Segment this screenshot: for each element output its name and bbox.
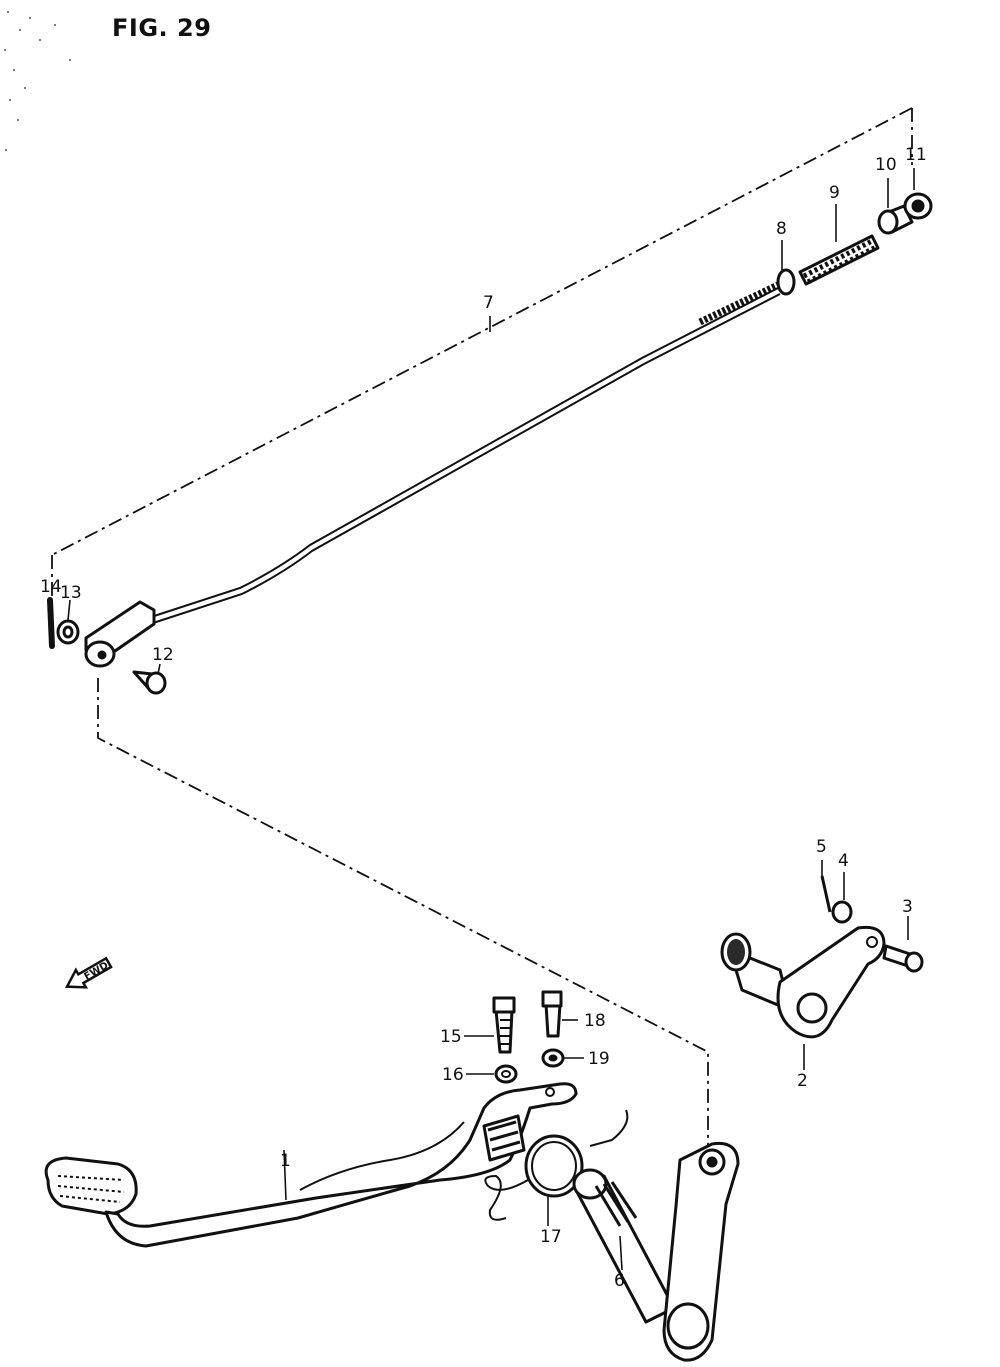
callout-14: 14 bbox=[40, 577, 62, 597]
forward-arrow-icon: FWD bbox=[64, 956, 113, 989]
clevis-pin bbox=[132, 670, 167, 695]
brake-shaft-arm bbox=[572, 1141, 740, 1362]
nut-19 bbox=[541, 1048, 565, 1068]
return-spring-9 bbox=[798, 234, 880, 286]
callout-16: 16 bbox=[442, 1065, 464, 1085]
bolt-3 bbox=[882, 944, 924, 973]
callout-labels: 7 8 9 10 11 12 13 14 5 4 3 2 15 18 19 16… bbox=[40, 145, 927, 1291]
callout-17: 17 bbox=[540, 1227, 562, 1247]
callout-3: 3 bbox=[902, 897, 913, 917]
brake-rod bbox=[84, 281, 781, 668]
callout-7: 7 bbox=[483, 293, 494, 313]
washer-16 bbox=[494, 1064, 518, 1084]
callout-18: 18 bbox=[584, 1011, 606, 1031]
callout-1: 1 bbox=[280, 1151, 291, 1171]
callout-6: 6 bbox=[614, 1271, 625, 1291]
assembly-lines bbox=[51, 107, 913, 1150]
brake-pedal bbox=[44, 1082, 578, 1248]
rod-joint-10 bbox=[877, 204, 914, 235]
bolt-15 bbox=[492, 996, 516, 1054]
callout-9: 9 bbox=[829, 183, 840, 203]
washer-8 bbox=[776, 268, 796, 296]
callout-5: 5 bbox=[816, 837, 827, 857]
callout-4: 4 bbox=[838, 851, 849, 871]
callout-12: 12 bbox=[152, 645, 174, 665]
pedal-return-spring bbox=[484, 1109, 629, 1221]
callout-10: 10 bbox=[875, 155, 897, 175]
callout-13: 13 bbox=[60, 583, 82, 603]
callout-2: 2 bbox=[797, 1071, 808, 1091]
figure-title: FIG. 29 bbox=[112, 14, 212, 42]
callout-19: 19 bbox=[588, 1049, 610, 1069]
callout-8: 8 bbox=[776, 219, 787, 239]
scan-noise bbox=[4, 11, 71, 151]
cotter-pin-5 bbox=[820, 875, 832, 913]
adjuster-nut-11 bbox=[903, 192, 933, 220]
callout-11: 11 bbox=[905, 145, 927, 165]
cotter-pin-14 bbox=[47, 597, 55, 649]
washer-13 bbox=[56, 619, 80, 645]
bolt-18 bbox=[541, 990, 563, 1038]
callout-15: 15 bbox=[440, 1027, 462, 1047]
brake-cam-lever bbox=[720, 925, 886, 1039]
washer-4 bbox=[831, 900, 853, 924]
callout-leaders bbox=[67, 168, 915, 1271]
